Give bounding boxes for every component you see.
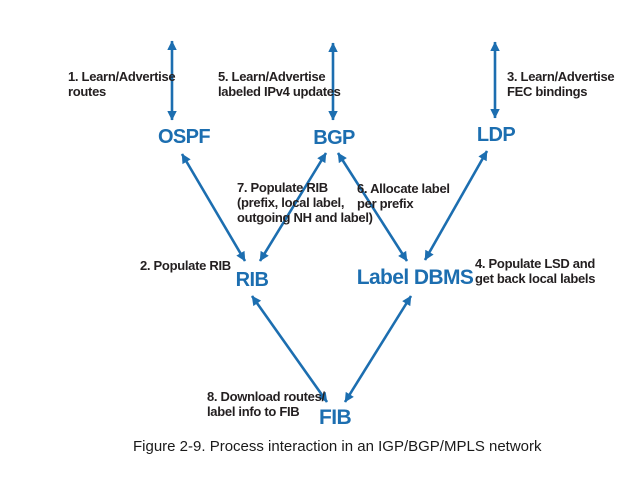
figure-caption: Figure 2-9. Process interaction in an IG… (133, 438, 542, 455)
annotation-1-learn-advertise-routes: 1. Learn/Advertise routes (68, 69, 176, 99)
connector-ldp-labeldbms (423, 150, 489, 261)
annotation-5-learn-advertise-labeled-ipv4: 5. Learn/Advertise labeled IPv4 updates (218, 69, 341, 99)
node-rib: RIB (235, 269, 269, 291)
annotation-8-download-routes: 8. Download routes/ label info to FIB (207, 389, 325, 419)
node-label-dbms: Label DBMS (356, 266, 474, 289)
annotation-3-learn-advertise-fec: 3. Learn/Advertise FEC bindings (507, 69, 615, 99)
annotation-6-allocate-label: 6. Allocate label per prefix (357, 181, 450, 211)
annotation-2-populate-rib: 2. Populate RIB (140, 258, 231, 273)
connector-bgp-rib (258, 152, 328, 262)
node-ospf: OSPF (157, 126, 211, 148)
node-bgp: BGP (313, 127, 355, 149)
connector-ospf-rib (180, 153, 247, 262)
connector-labeldbms-fib (343, 295, 413, 403)
node-ldp: LDP (476, 124, 516, 146)
node-fib: FIB (318, 406, 352, 429)
annotation-7-populate-rib: 7. Populate RIB (prefix, local label, ou… (237, 180, 373, 225)
connector-rib-fib (250, 295, 329, 403)
annotation-4-populate-lsd: 4. Populate LSD and get back local label… (475, 256, 596, 286)
connector-bgp-labeldbms (336, 152, 409, 262)
